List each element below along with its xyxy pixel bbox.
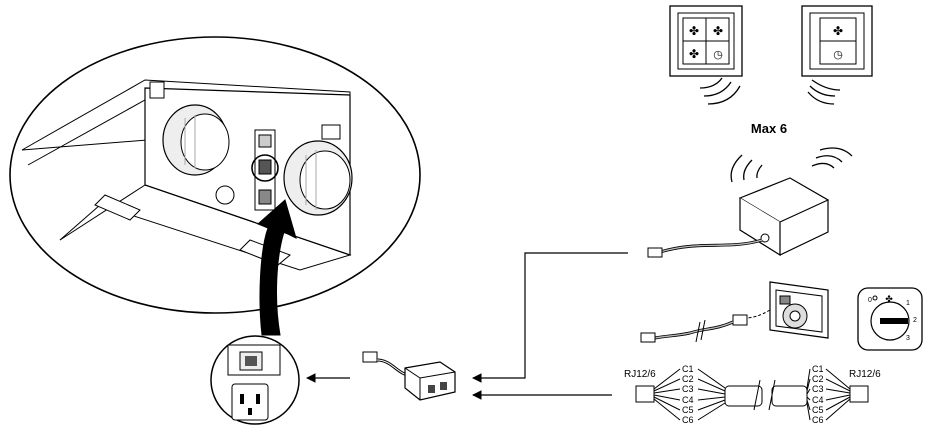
timer-icon: ◷	[713, 49, 723, 61]
line-from-receiver	[472, 252, 628, 383]
wired-controller	[640, 281, 829, 343]
wire-label-right-c4: C4	[812, 395, 824, 405]
connector-right-label: RJ12/6	[849, 369, 881, 380]
wire-label-right-c2: C2	[812, 374, 824, 384]
unit-magnified-view	[9, 36, 421, 336]
curved-arrow	[257, 199, 297, 336]
duct-right	[283, 140, 353, 216]
switch-position-3: 3	[906, 335, 910, 342]
switch-position-1: 1	[906, 300, 910, 307]
wire-label-left-c5: C5	[682, 405, 694, 415]
connection-panel	[251, 129, 279, 211]
switch-position-0: 0	[868, 297, 872, 304]
fan-speed-icon: ✤	[689, 24, 699, 38]
switch-position-2: 2	[913, 317, 917, 324]
fan-speed-icon: ✤	[833, 24, 843, 38]
fan-speed-icon: ✤	[713, 24, 723, 38]
wire-label-right-c6: C6	[812, 415, 824, 425]
wire-label-left-c2: C2	[682, 374, 694, 384]
rotary-switch: ✤ 1 2 3 0	[857, 287, 923, 351]
wire-label-left-c1: C1	[682, 364, 694, 374]
wire-label-right-c3: C3	[812, 384, 824, 394]
port-detail-view	[210, 335, 300, 425]
connector-left-label: RJ12/6	[624, 369, 656, 380]
wireless-receiver	[647, 147, 853, 258]
remote-panel-four-button: ✤ ✤ ✤ ◷	[669, 5, 743, 105]
remote-panel-two-button: ✤ ◷	[801, 5, 873, 105]
rj12-cable-diagram: RJ12/6 RJ12/6 C1 C2 C3 C4 C5 C6 C1 C2 C3…	[624, 364, 881, 425]
wire-label-left-c3: C3	[682, 384, 694, 394]
fan-icon: ✤	[885, 294, 893, 304]
wire-label-left-c6: C6	[682, 415, 694, 425]
duct-left	[162, 104, 235, 205]
wire-label-right-c5: C5	[812, 405, 824, 415]
fan-speed-icon: ✤	[689, 47, 699, 61]
splitter-adapter	[362, 351, 456, 401]
max-count-label: Max 6	[751, 121, 787, 136]
timer-icon: ◷	[833, 49, 843, 61]
wire-label-left-c4: C4	[682, 395, 694, 405]
wire-label-right-c1: C1	[812, 364, 824, 374]
